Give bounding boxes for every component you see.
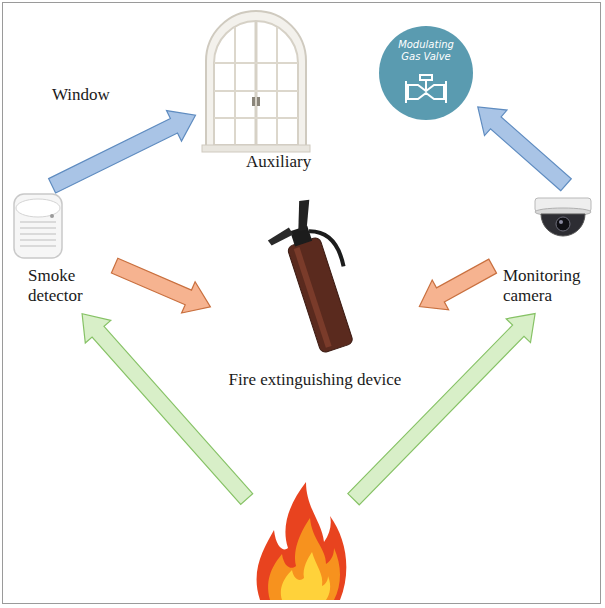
icon-node: Fire extinguishing device (215, 190, 415, 395)
icon-node (250, 478, 350, 602)
icon-node: Window (200, 5, 312, 155)
ext-illustration (255, 192, 375, 362)
node-label: Monitoring camera (503, 266, 587, 307)
block-arrow (478, 107, 572, 191)
icon-node: Smoke detector (6, 188, 110, 310)
camera-illustration (529, 194, 597, 250)
node-label: Fire extinguishing device (215, 370, 415, 390)
smoke-illustration (8, 188, 68, 264)
icon-node: Modulating Gas Valve (378, 25, 474, 121)
window-illustration (200, 5, 312, 153)
icon-node: Monitoring camera (497, 188, 601, 310)
block-arrow (82, 314, 253, 505)
node-label: Window (52, 85, 110, 105)
block-arrow (348, 314, 535, 505)
node-label: Smoke detector (28, 266, 108, 307)
fire-illustration (250, 478, 350, 602)
node-label: Modulating Gas Valve (388, 39, 464, 63)
part-label: Auxiliary (246, 152, 311, 172)
block-arrow (419, 259, 496, 310)
block-arrow (49, 111, 196, 193)
block-arrow (111, 258, 210, 313)
